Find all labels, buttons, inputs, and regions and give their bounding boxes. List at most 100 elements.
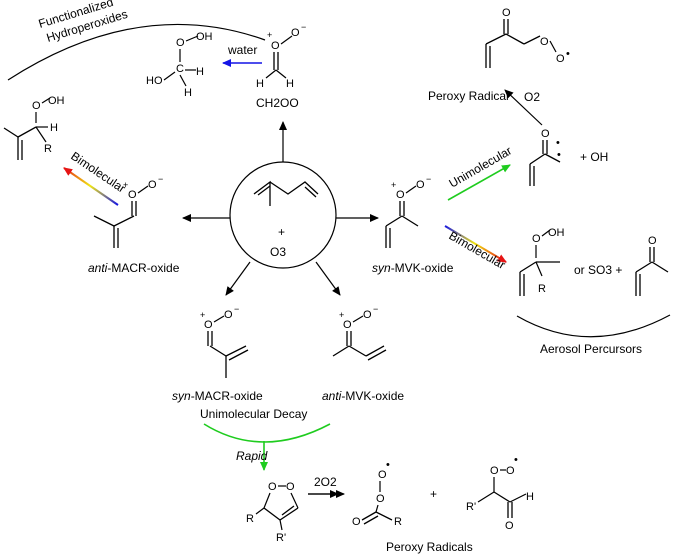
radial-arrows <box>182 121 379 296</box>
svg-text:O: O <box>148 179 157 191</box>
svg-text:−: − <box>373 304 378 314</box>
bimolecular-left: Bimolecular <box>63 149 128 206</box>
svg-text:O: O <box>128 189 137 201</box>
peroxy-radicals-label: Peroxy Radicals <box>386 540 473 554</box>
svg-text:H: H <box>50 122 58 134</box>
products-plus: + <box>430 487 437 501</box>
svg-text:+: + <box>339 310 344 320</box>
svg-text:H: H <box>526 491 534 503</box>
svg-text:•: • <box>514 454 518 466</box>
ch2oo-label: CH2OO <box>256 96 299 110</box>
alkylperoxy-radical: O O • R' O H <box>466 454 534 532</box>
svg-text:O: O <box>363 309 372 321</box>
syn-mvk-oxide: + O O − syn-MVK-oxide <box>372 174 454 275</box>
two-o2-label: 2O2 <box>314 475 337 489</box>
svg-text:−: − <box>301 22 306 32</box>
center-plus: + <box>278 225 285 239</box>
svg-text:O: O <box>540 36 549 48</box>
two-o2-arrow: 2O2 <box>308 475 345 498</box>
svg-text:C: C <box>176 63 184 75</box>
peroxy-radical-top: O O O • Peroxy Radical <box>428 7 570 103</box>
o2-label: O2 <box>524 90 540 104</box>
unimolecular-label: Unimolecular <box>447 143 515 190</box>
svg-text:−: − <box>426 174 431 184</box>
bimolecular-right-label: Bimolecular <box>447 228 508 271</box>
svg-text:O: O <box>532 233 541 245</box>
svg-text:O: O <box>176 37 185 49</box>
syn-macr-oxide-label: syn-MACR-oxide <box>172 389 263 403</box>
svg-text:•: • <box>556 137 560 149</box>
svg-text:+: + <box>267 30 272 40</box>
svg-text:R: R <box>538 283 546 295</box>
svg-text:+: + <box>391 180 396 190</box>
svg-text:O: O <box>378 469 387 481</box>
svg-text:O: O <box>648 235 657 247</box>
svg-text:•: • <box>566 48 570 60</box>
svg-text:O: O <box>416 179 425 191</box>
water-label: water <box>227 43 257 57</box>
svg-text:H: H <box>256 78 264 90</box>
svg-text:H: H <box>286 78 294 90</box>
o2-addition: O2 <box>504 89 543 126</box>
anti-mvk-oxide: + O O − anti-MVK-oxide <box>322 304 404 403</box>
svg-text:OH: OH <box>196 31 213 43</box>
svg-text:H: H <box>184 87 192 99</box>
svg-text:O: O <box>506 465 515 477</box>
right-hydroperoxide: O OH R or SO3 + <box>519 227 622 296</box>
acylperoxy-radical: O • O O R <box>352 459 402 528</box>
anti-macr-oxide-label: anti-MACR-oxide <box>88 261 180 275</box>
isoprene-ozone-center: + O3 <box>229 161 337 269</box>
svg-text:O: O <box>396 189 405 201</box>
bimolecular-left-label: Bimolecular <box>68 149 128 196</box>
svg-text:−: − <box>158 174 163 184</box>
or-so3-label: or SO3 + <box>574 263 622 277</box>
ozone-label: O3 <box>270 245 286 259</box>
svg-text:R: R <box>44 143 52 155</box>
svg-text:O: O <box>204 319 213 331</box>
svg-text:+: + <box>200 310 205 320</box>
aerosol-precursors-label: Aerosol Percursors <box>540 342 642 356</box>
svg-text:R: R <box>246 513 254 525</box>
aerosol-precursors: Aerosol Percursors <box>516 314 671 356</box>
svg-text:HO: HO <box>146 75 163 87</box>
unimolecular-decay: Unimolecular Decay Rapid <box>200 407 331 471</box>
svg-text:O: O <box>286 481 295 493</box>
left-hydroperoxide: O OH H R <box>3 95 65 160</box>
svg-text:•: • <box>386 459 390 471</box>
mvk-product: O <box>635 235 669 296</box>
svg-text:O: O <box>556 53 565 65</box>
svg-text:−: − <box>234 304 239 314</box>
svg-text:O: O <box>224 309 233 321</box>
ch2oo-group: CH2OO + O O − H H <box>256 22 306 110</box>
svg-text:O: O <box>502 7 511 19</box>
svg-text:O: O <box>352 516 361 528</box>
anti-mvk-oxide-label: anti-MVK-oxide <box>322 389 404 403</box>
anti-macr-oxide: + O O − anti-MACR-oxide <box>88 174 180 275</box>
svg-text:O: O <box>505 520 514 532</box>
svg-text:R: R <box>394 516 402 528</box>
svg-text:•: • <box>557 149 561 161</box>
functionalized-hydroperoxides: Functionalized Hydroperoxides <box>7 0 266 81</box>
unimolecular-right: Unimolecular <box>447 143 515 201</box>
svg-text:O: O <box>291 27 300 39</box>
svg-text:R': R' <box>276 532 286 544</box>
dioxole-ring: O O R R' <box>246 481 299 544</box>
svg-text:OH: OH <box>48 95 65 107</box>
vinoxy-radical: O • • + OH <box>529 128 608 186</box>
syn-mvk-oxide-label: syn-MVK-oxide <box>372 261 454 275</box>
svg-text:O: O <box>32 100 41 112</box>
svg-text:O: O <box>541 128 550 140</box>
svg-text:O: O <box>376 493 385 505</box>
peroxy-radical-label: Peroxy Radical <box>428 89 509 103</box>
svg-text:R': R' <box>466 501 476 513</box>
plus-oh-label: + OH <box>580 150 608 164</box>
rapid-label: Rapid <box>236 449 268 463</box>
svg-text:O: O <box>271 40 280 52</box>
syn-macr-oxide: + O O − syn-MACR-oxide <box>172 304 263 403</box>
svg-text:O: O <box>268 481 277 493</box>
svg-text:O: O <box>343 319 352 331</box>
svg-text:+: + <box>123 180 128 190</box>
bimolecular-right: Bimolecular <box>444 225 508 272</box>
svg-text:O: O <box>490 465 499 477</box>
